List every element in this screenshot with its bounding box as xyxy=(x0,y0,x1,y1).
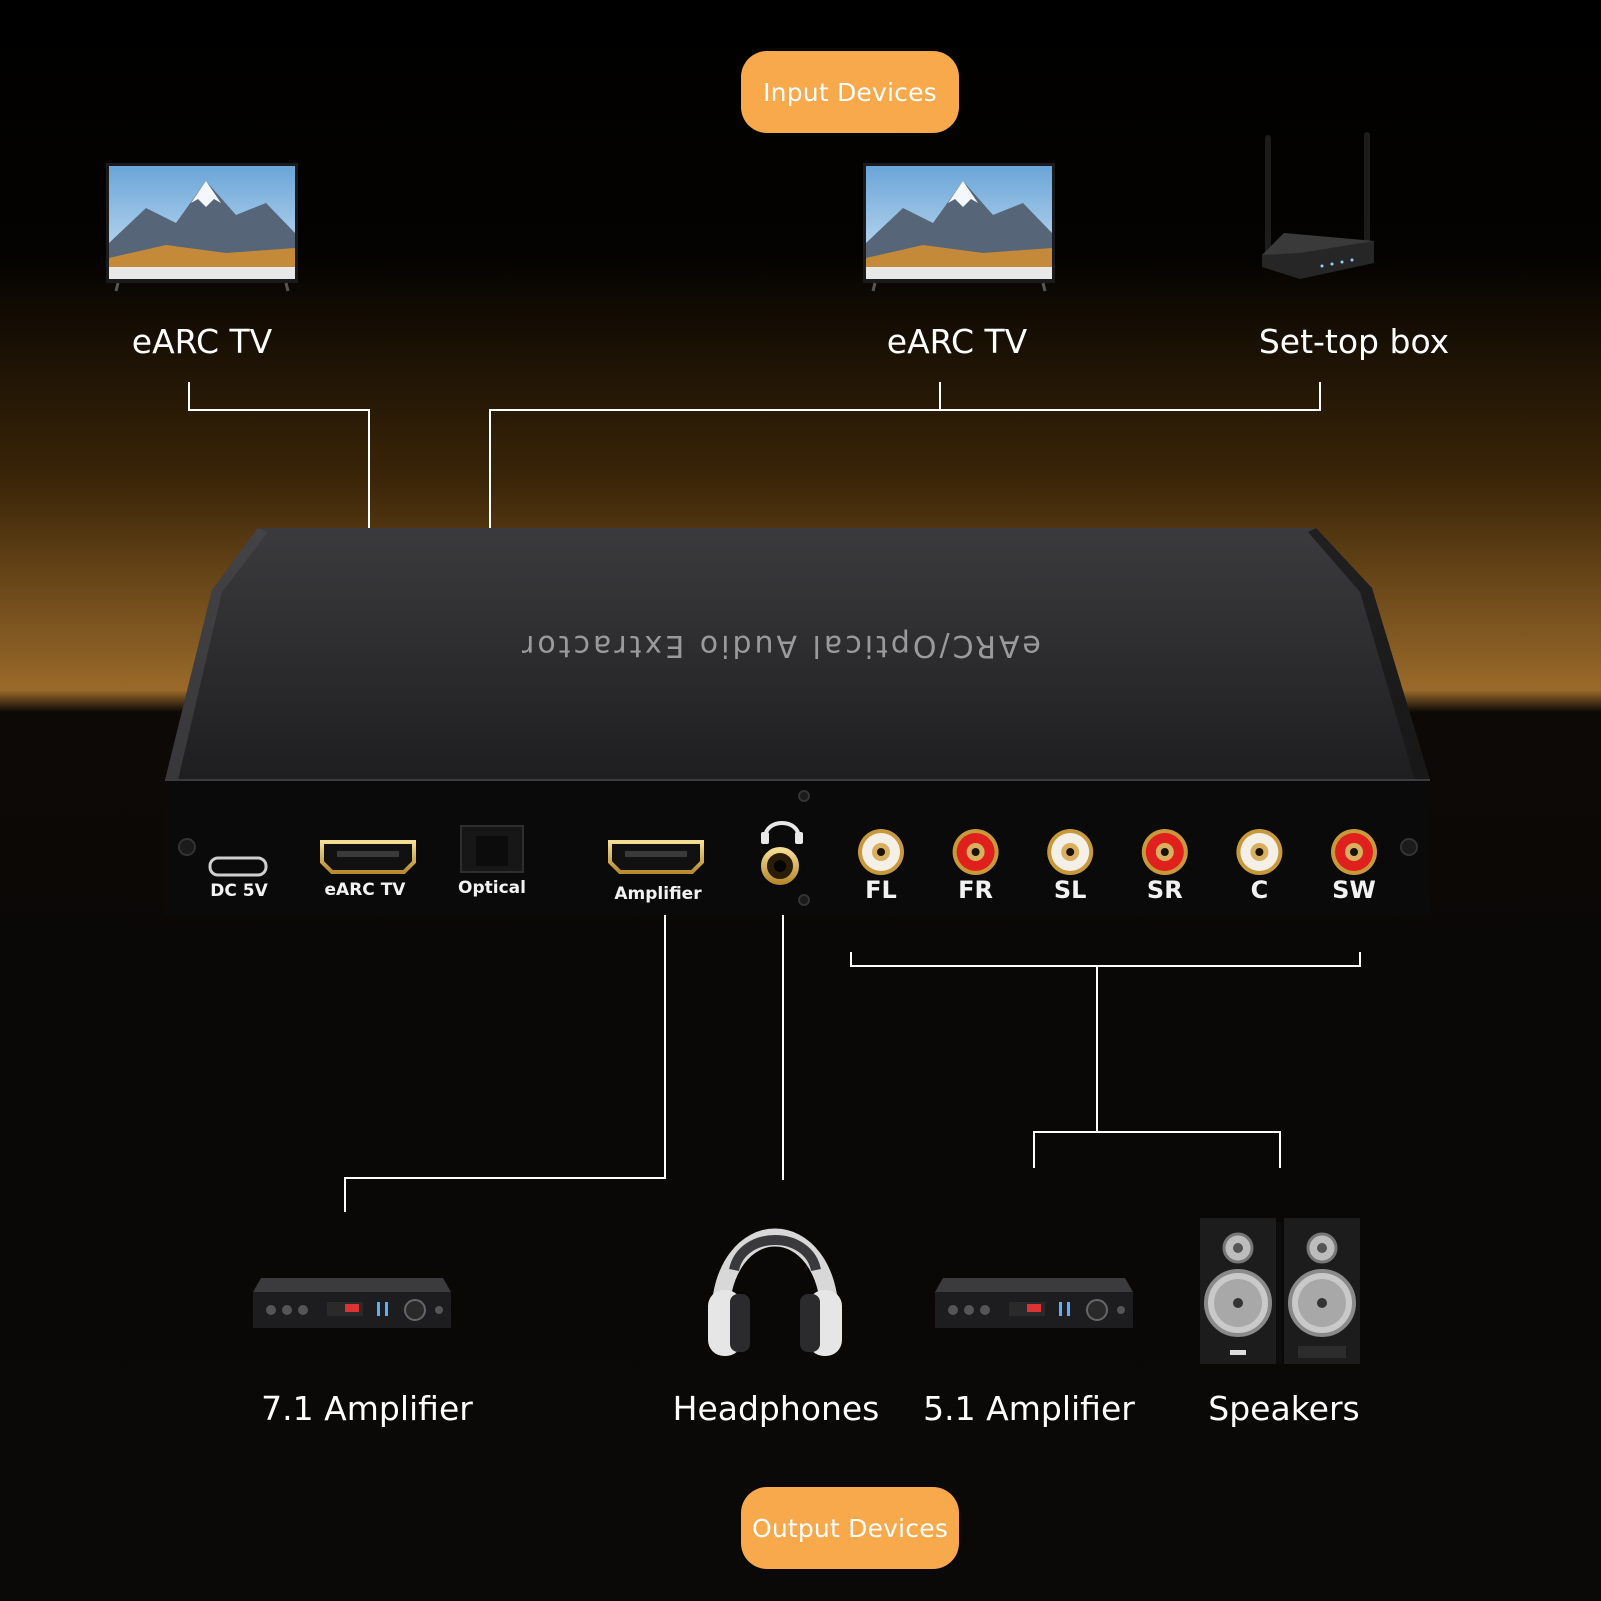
port-label-dc: DC 5V xyxy=(210,881,268,901)
device-top xyxy=(165,528,1430,780)
port-label-earc: eARC TV xyxy=(324,880,406,900)
rca-jack-sr xyxy=(1141,829,1188,875)
input-devices-pill: Input Devices xyxy=(741,51,959,133)
output-devices-pill: Output Devices xyxy=(741,1487,959,1569)
rca-label-sw: SW xyxy=(1332,876,1376,904)
output-label-5-1-amplifier: 5.1 Amplifier xyxy=(923,1389,1135,1428)
output-label-7-1-amplifier: 7.1 Amplifier xyxy=(261,1389,473,1428)
input-label-earc-tv-right: eARC TV xyxy=(886,322,1028,361)
amplifier-icon xyxy=(253,1278,451,1328)
input-label-set-top-box: Set-top box xyxy=(1258,322,1450,361)
rca-label-c: C xyxy=(1250,876,1269,904)
rca-label-sr: SR xyxy=(1146,876,1183,904)
audio-extractor-device xyxy=(165,528,1430,915)
rca-label-sl: SL xyxy=(1053,876,1087,904)
port-label-optical: Optical xyxy=(458,878,526,898)
amplifier-icon xyxy=(935,1278,1133,1328)
rca-jack-fl xyxy=(858,829,904,875)
headphones-port-icon xyxy=(761,821,803,844)
output-label-headphones: Headphones xyxy=(672,1389,880,1428)
rca-label-fl: FL xyxy=(865,876,897,904)
rca-jack-sl xyxy=(1047,829,1094,875)
port-label-amplifier: Amplifier xyxy=(614,884,702,904)
tv-icon xyxy=(106,163,298,292)
device-title: eARC/Optical Audio Extractor xyxy=(519,628,1041,663)
rca-jack-fr xyxy=(952,829,999,875)
tv-icon xyxy=(863,163,1055,292)
line-amplifier xyxy=(344,905,666,1212)
input-label-earc-tv-left: eARC TV xyxy=(131,322,273,361)
line-rca-split xyxy=(1033,1131,1281,1168)
rca-jack-sw xyxy=(1331,829,1377,875)
router-icon xyxy=(1262,132,1374,279)
line-rca-bracket xyxy=(850,952,1361,967)
output-label-speakers: Speakers xyxy=(1208,1389,1360,1428)
device-front xyxy=(165,780,1430,915)
speakers-icon xyxy=(1200,1218,1360,1364)
headphones-icon xyxy=(708,1228,842,1356)
rca-jacks xyxy=(858,829,1377,875)
rca-label-fr: FR xyxy=(958,876,994,904)
dc-port xyxy=(208,856,268,877)
rca-jack-c xyxy=(1236,829,1283,875)
